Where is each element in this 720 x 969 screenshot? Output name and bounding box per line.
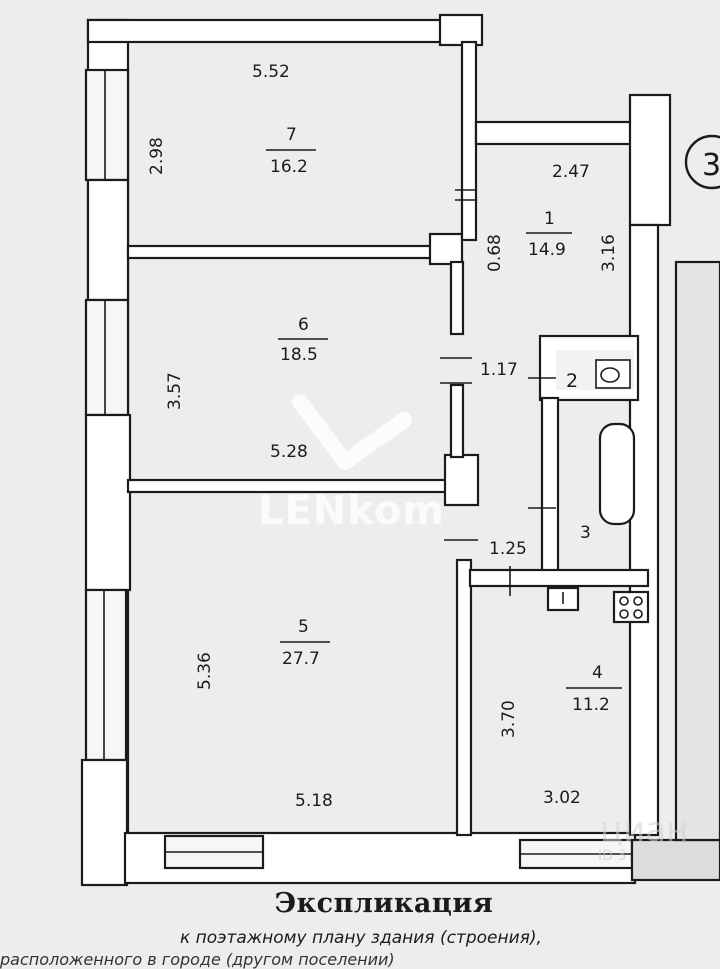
room-6-area: 18.5	[280, 345, 318, 365]
room-5-number: 5	[298, 617, 309, 637]
room-3-width: 1.25	[489, 539, 527, 559]
wall-block-top-right	[438, 13, 484, 47]
room-7-width: 5.52	[252, 62, 290, 82]
stove-burner-icon	[619, 596, 629, 606]
site-watermark: циан	[600, 810, 689, 850]
window-left-3	[84, 588, 128, 762]
room-4-width: 3.02	[543, 788, 581, 808]
room-2-number: 2	[566, 370, 578, 392]
brand-logo-icon	[292, 394, 412, 470]
column-6-5	[443, 453, 480, 507]
exterior-wall-right-upper	[628, 93, 672, 227]
partition-3-4	[468, 568, 650, 588]
caption-subtitle: к поэтажному плану здания (строения),	[180, 928, 542, 948]
room-4-number: 4	[592, 663, 603, 683]
wall-block-right-bottom	[630, 838, 720, 882]
central-wall-mid2	[449, 383, 465, 459]
room-5-depth: 5.36	[195, 652, 215, 690]
room-5-width: 5.18	[295, 791, 333, 811]
section-marker	[684, 134, 720, 190]
stove-burner-icon	[633, 609, 643, 619]
central-wall-upper	[460, 40, 478, 242]
room-3-number: 3	[580, 523, 591, 543]
exterior-wall-right-lower	[628, 223, 660, 837]
room-6-depth: 3.57	[165, 372, 185, 410]
room-1-number: 1	[544, 209, 555, 229]
room-6-width: 5.28	[270, 442, 308, 462]
room-1-area: 14.9	[528, 240, 566, 260]
window-left-1	[84, 68, 130, 182]
partition-7-6	[126, 244, 435, 260]
exterior-wall-top	[86, 18, 480, 44]
pier-left-1	[86, 178, 130, 302]
central-wall-mid	[449, 260, 465, 336]
room-6-number: 6	[298, 315, 309, 335]
room-1-passage: 0.68	[485, 234, 505, 272]
room-7-number: 7	[286, 125, 297, 145]
room-5-area: 27.7	[282, 649, 320, 669]
room-1-width: 2.47	[552, 162, 590, 182]
window-left-2	[84, 298, 130, 417]
room-4-depth: 3.70	[499, 700, 519, 738]
caption-title: Экспликация	[274, 888, 494, 919]
room-1-depth: 3.16	[599, 234, 619, 272]
stove-burner-icon	[619, 609, 629, 619]
partition-1-top	[474, 120, 633, 146]
pier-left-2	[84, 413, 132, 592]
central-wall-lower	[455, 558, 473, 837]
toilet-bowl-icon	[600, 367, 620, 383]
column-7-6	[428, 232, 464, 266]
section-marker-label: 3	[702, 148, 720, 183]
room-4-area: 11.2	[572, 695, 610, 715]
site-id-watermark: ID 3	[598, 848, 627, 864]
adjacent-wall	[674, 260, 720, 842]
bathroom-3-wall	[540, 396, 560, 575]
room-6-passage: 1.17	[480, 360, 518, 380]
pier-left-3	[80, 758, 129, 887]
bathtub-icon	[598, 422, 636, 526]
room-7-depth: 2.98	[147, 137, 167, 175]
room-7-area: 16.2	[270, 157, 308, 177]
stove-icon	[612, 590, 650, 624]
brand-watermark: LENkom	[258, 488, 445, 534]
stove-burner-icon	[633, 596, 643, 606]
